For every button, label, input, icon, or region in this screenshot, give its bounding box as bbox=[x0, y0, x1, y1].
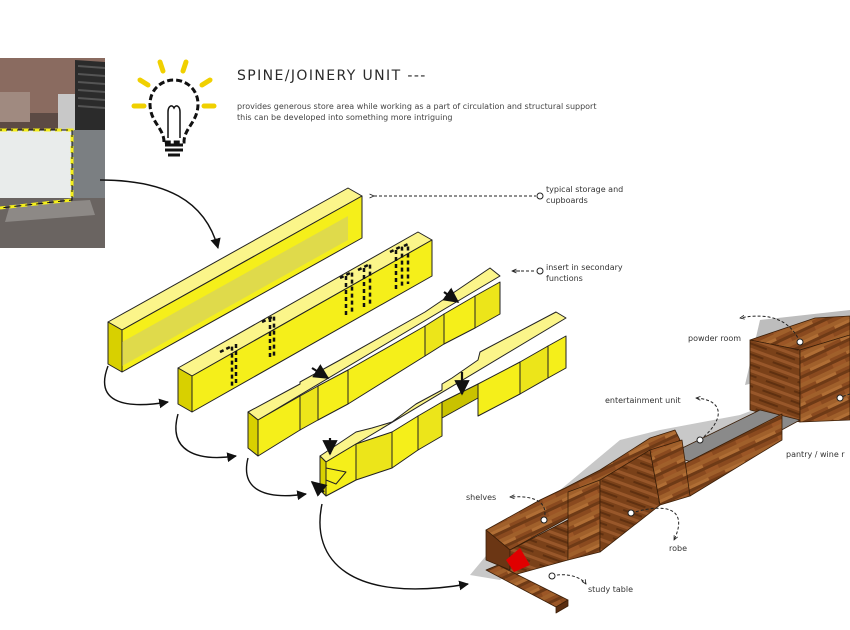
timber-unit bbox=[470, 310, 850, 614]
label-storage: typical storage and cupboards bbox=[546, 184, 623, 206]
label-powder-room: powder room bbox=[688, 334, 742, 343]
description: provides generous store area while worki… bbox=[237, 101, 657, 123]
label-secondary-line-2: functions bbox=[546, 274, 583, 283]
description-line-2: this can be developed into something mor… bbox=[237, 113, 453, 122]
label-shelves: shelves bbox=[466, 493, 497, 502]
label-entertainment: entertainment unit bbox=[605, 396, 681, 405]
label-secondary-line-1: insert in secondary bbox=[546, 263, 623, 272]
label-storage-line-1: typical storage and bbox=[546, 185, 624, 194]
site-photo bbox=[0, 58, 106, 248]
spine-block-2 bbox=[177, 231, 433, 413]
leader-dot bbox=[536, 267, 544, 275]
lightbulb-icon bbox=[131, 59, 217, 157]
description-line-1: provides generous store area while worki… bbox=[237, 102, 597, 111]
page-title: SPINE/JOINERY UNIT --- bbox=[237, 68, 427, 84]
insert-arrows bbox=[310, 287, 470, 497]
flow-connectors bbox=[103, 365, 469, 591]
spine-block-4 bbox=[319, 311, 567, 497]
spine-block-1 bbox=[107, 187, 363, 373]
label-robe: robe bbox=[669, 544, 688, 553]
label-pantry: pantry / wine r bbox=[786, 450, 845, 459]
flow-arrow-photo bbox=[99, 179, 221, 250]
timber-leader-dots bbox=[540, 338, 844, 580]
label-storage-line-2: cupboards bbox=[546, 196, 588, 205]
label-study-table: study table bbox=[588, 585, 633, 594]
label-leaders bbox=[374, 196, 536, 271]
divider-marks bbox=[219, 241, 410, 388]
label-secondary: insert in secondary functions bbox=[546, 262, 623, 284]
leader-dot bbox=[536, 192, 544, 200]
spine-block-3 bbox=[247, 267, 501, 457]
